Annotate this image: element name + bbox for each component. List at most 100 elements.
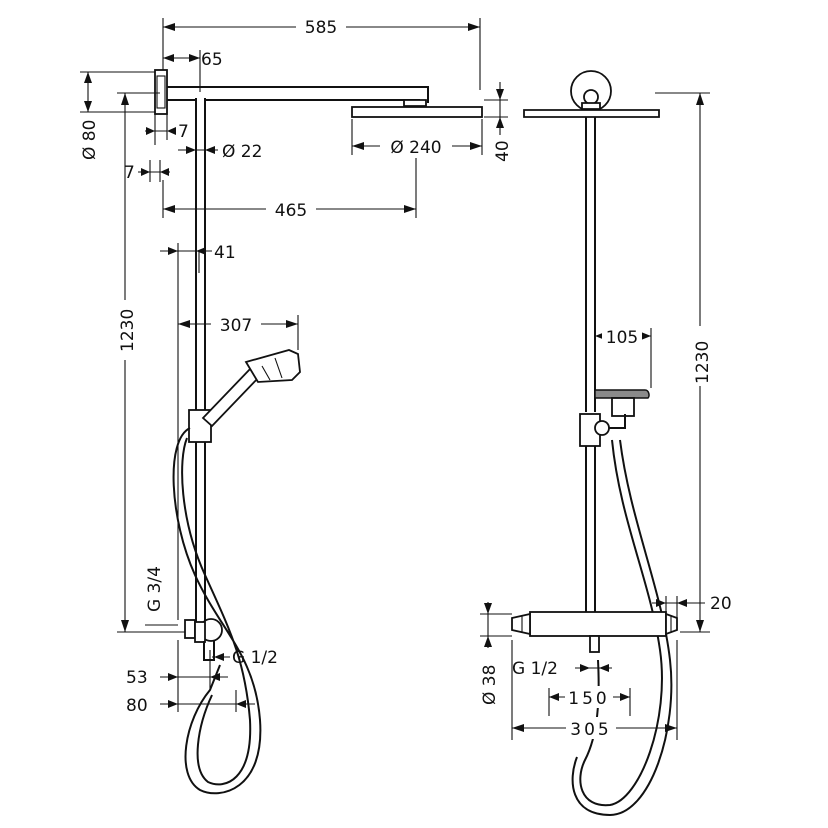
dim-7a-arrow-left	[146, 127, 155, 135]
dim-d22-label: Ø 22	[222, 142, 262, 162]
dim-305-label: 305	[570, 720, 611, 740]
dim-65-label: 65	[201, 50, 223, 70]
dim-307-arrow-left	[178, 320, 190, 328]
front-shower-hose	[571, 439, 673, 817]
dim-41-label: 41	[214, 243, 236, 263]
side-view: 585 65 Ø 80 7 7 Ø 22	[80, 14, 513, 795]
outlet-stub	[203, 641, 215, 661]
dim-465-arrow-left	[163, 205, 175, 213]
dim-53-label: 53	[126, 668, 148, 688]
dim-20-arrow-right	[677, 599, 687, 607]
handshower	[201, 366, 262, 428]
dim-80-arrow-left	[168, 700, 178, 708]
dim-305-arrow-right	[665, 724, 677, 732]
thread-g12-side-label: G 1/2	[232, 648, 278, 668]
thermostat-left-knob	[511, 612, 531, 636]
front-shower-head	[523, 109, 660, 118]
dim-7a-label: 7	[178, 122, 189, 142]
dim-d80-label: Ø 80	[80, 120, 100, 160]
dim-d240-arrow-right	[470, 142, 482, 150]
dim-d240-label: Ø 240	[390, 138, 441, 158]
dim-307-bg	[211, 312, 261, 336]
dim-g12-front-arrow-right	[599, 664, 609, 672]
dim-305-bg	[566, 717, 616, 739]
outlet-body	[194, 621, 206, 643]
dim-150-label: 150	[568, 689, 609, 709]
dim-65-arrow-right	[189, 54, 200, 62]
handshower-head	[244, 349, 301, 383]
dim-d240-arrow-left	[352, 142, 364, 150]
dim-1230-side-arrow-bottom	[121, 620, 129, 632]
head-mount-collar	[581, 102, 601, 110]
thread-g12-front-label: G 1/2	[512, 659, 558, 679]
dim-d22-arrow-left	[186, 146, 196, 154]
dim-20-arrow-left	[656, 599, 666, 607]
overhead-shower-head	[351, 106, 483, 118]
dim-465-bg	[266, 197, 316, 221]
dim-80-label: 80	[126, 696, 148, 716]
dim-105-bg	[602, 326, 642, 348]
dim-40-label: 40	[493, 140, 513, 162]
dim-7b-label: 7	[124, 163, 135, 183]
bottom-connector	[184, 619, 196, 639]
dim-465-label: 465	[275, 201, 307, 221]
dim-7b-arrow-left	[141, 168, 150, 176]
dim-41-arrow-left	[168, 247, 178, 255]
head-connector	[403, 99, 427, 107]
dim-65-arrow-left	[163, 54, 174, 62]
dim-41-arrow-right	[196, 247, 206, 255]
dim-7a-arrow-right	[167, 127, 176, 135]
dim-1230-front-bg	[689, 326, 713, 386]
dim-307-label: 307	[220, 316, 252, 336]
dim-1230-side-arrow-top	[121, 93, 129, 105]
dim-585-arrow-right	[468, 23, 480, 31]
dim-465-arrow-right	[404, 205, 416, 213]
dim-585-label: 585	[305, 18, 337, 38]
front-holder-block	[611, 397, 635, 417]
dim-d38-arrow-top	[484, 603, 492, 614]
dim-d80-arrow-top	[84, 72, 92, 83]
shower-arm	[167, 86, 429, 103]
dim-20-label: 20	[710, 594, 732, 614]
shower-hose	[172, 427, 262, 795]
dim-585-arrow-left	[163, 23, 175, 31]
dim-g12-front-arrow-left	[580, 664, 590, 672]
dim-150-bg	[565, 686, 613, 708]
dim-7b-arrow-right	[160, 168, 169, 176]
dim-305-arrow-left	[512, 724, 524, 732]
thermostat-body	[529, 611, 667, 637]
dim-1230-front-arrow-bottom	[696, 620, 704, 632]
dim-53-arrow-left	[168, 673, 178, 681]
handshower-head-detail	[261, 357, 283, 381]
front-holder-arm	[609, 414, 626, 429]
front-holder-knob	[594, 420, 610, 436]
dim-d38-label: Ø 38	[480, 665, 500, 705]
dim-1230-front-label: 1230	[693, 341, 713, 384]
dim-d80-arrow-bottom	[84, 101, 92, 112]
thread-g34-label: G 3/4	[145, 566, 165, 612]
dim-40-arrow-top	[496, 89, 504, 100]
wall-flange	[154, 69, 168, 115]
dim-1230-side-bg	[114, 300, 138, 360]
dim-d38-arrow-bottom	[484, 636, 492, 647]
front-riser-rail	[585, 117, 596, 612]
front-shelf	[594, 389, 650, 399]
wall-flange-detail	[156, 75, 166, 109]
dim-53-arrow-right	[210, 673, 220, 681]
dim-307-arrow-right	[286, 320, 298, 328]
dim-d22-arrow-right	[205, 146, 215, 154]
dim-40-arrow-bottom	[496, 117, 504, 128]
riser-rail	[195, 98, 206, 622]
dim-585-bg	[296, 14, 346, 40]
dim-g12-arrow	[214, 653, 224, 661]
dim-d240-bg	[380, 134, 452, 158]
head-mount-knob	[583, 89, 599, 105]
dim-105-arrow-right	[641, 332, 651, 340]
dim-150-arrow-left	[549, 693, 559, 701]
dim-150-arrow-right	[620, 693, 630, 701]
dim-105-label: 105	[606, 328, 638, 348]
front-outlet	[589, 635, 600, 653]
dim-1230-front-arrow-top	[696, 93, 704, 105]
front-view: 1230 105 20 Ø 38 G 1/2 15	[480, 70, 732, 817]
